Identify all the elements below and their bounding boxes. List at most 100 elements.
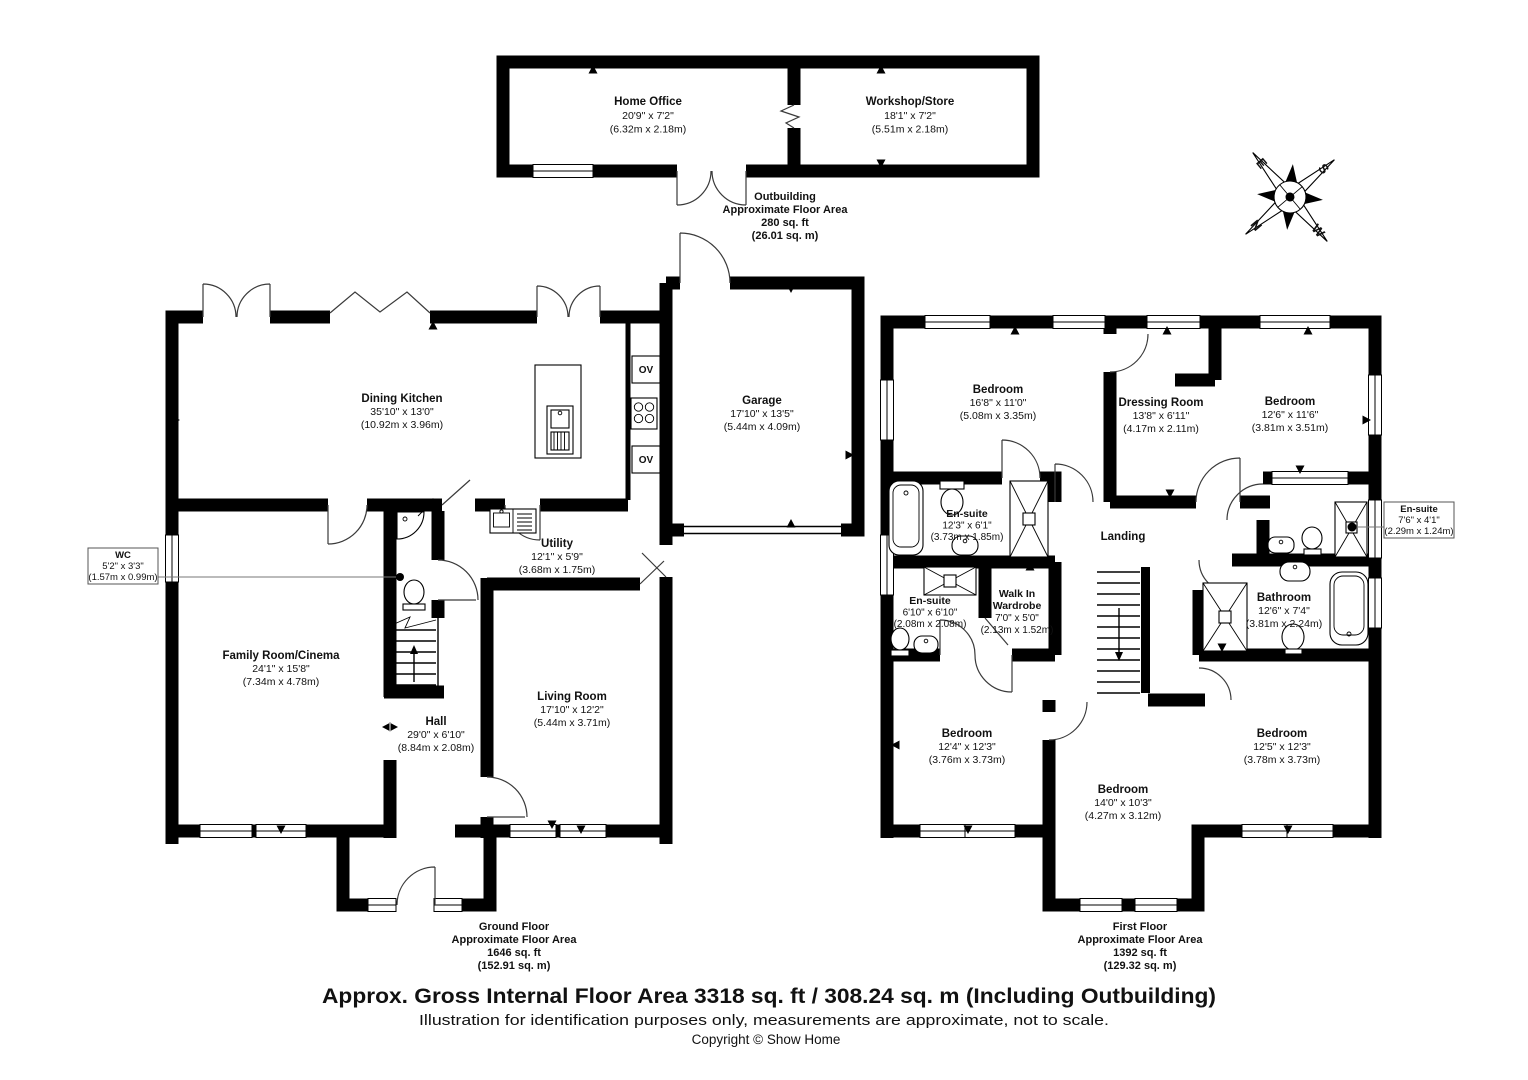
room-dims-imperial: 7'6" x 4'1" [1398, 515, 1440, 526]
ensuite2-shower-icon [923, 566, 977, 596]
room-name: Bedroom [942, 728, 992, 740]
gross-area-title: Approx. Gross Internal Floor Area 3318 s… [322, 984, 1216, 1008]
wc-callout: WC 5'2" x 3'3" (1.57m x 0.99m) [87, 547, 404, 585]
room-name: Hall [425, 716, 446, 728]
ground-floor-area-summary: Ground Floor Approximate Floor Area 1646… [452, 921, 578, 972]
room-label-bedroom-5: Bedroom 12'5" x 12'3" (3.78m x 3.73m) [1244, 728, 1320, 766]
room-dims-imperial: 14'0" x 10'3" [1094, 797, 1152, 809]
oven-label: OV [639, 455, 654, 466]
ground-floor-stairs [391, 616, 437, 686]
room-name-line2: Wardrobe [993, 600, 1042, 612]
ensuite3-basin-icon [1267, 536, 1295, 554]
summary-line: 1646 sq. ft [487, 947, 541, 959]
room-dims-metric: (5.51m x 2.18m) [872, 124, 948, 136]
bathroom-bath-icon [1329, 571, 1369, 646]
room-dims-imperial: 35'10" x 13'0" [370, 406, 434, 418]
room-name: En-suite [946, 508, 988, 520]
first-floor-windows [880, 315, 1382, 912]
summary-line: 280 sq. ft [761, 217, 809, 229]
room-label-home-office: Home Office 20'9" x 7'2" (6.32m x 2.18m) [610, 96, 686, 136]
room-label-dressing-room: Dressing Room 13'8" x 6'11" (4.17m x 2.1… [1119, 397, 1204, 435]
room-dims-imperial: 12'6" x 11'6" [1262, 409, 1319, 421]
room-dims-metric: (3.68m x 1.75m) [519, 564, 595, 576]
summary-line: Approximate Floor Area [452, 934, 578, 946]
room-dims-imperial: 24'1" x 15'8" [252, 663, 310, 675]
ground-floor-walls [165, 276, 865, 912]
room-name: En-suite [909, 595, 951, 607]
room-label-bedroom-3: Bedroom 12'4" x 12'3" (3.76m x 3.73m) [929, 728, 1005, 766]
room-name: Bedroom [1257, 728, 1307, 740]
room-dims-metric: (3.78m x 3.73m) [1244, 754, 1320, 766]
disclaimer-text: Illustration for identification purposes… [419, 1013, 1109, 1029]
room-dims-metric: (2.29m x 1.24m) [1384, 526, 1453, 537]
ensuite1-shower-icon [1009, 480, 1049, 558]
room-dims-metric: (6.32m x 2.18m) [610, 124, 686, 136]
room-label-dining-kitchen: Dining Kitchen 35'10" x 13'0" (10.92m x … [361, 393, 443, 431]
room-dims-imperial: 13'8" x 6'11" [1133, 410, 1190, 422]
ensuite1-bath-icon [888, 480, 924, 556]
summary-line: Ground Floor [479, 921, 550, 933]
room-dims-imperial: 12'1" x 5'9" [531, 551, 583, 563]
compass-icon: N E S W [1245, 152, 1335, 242]
room-dims-imperial: 6'10" x 6'10" [903, 608, 958, 619]
ground-floor-windows [165, 534, 607, 912]
summary-line: Approximate Floor Area [723, 204, 849, 216]
room-label-hall: Hall 29'0" x 6'10" (8.84m x 2.08m) [398, 716, 474, 754]
room-dims-metric: (3.81m x 3.51m) [1252, 422, 1328, 434]
room-name: Dining Kitchen [361, 393, 442, 405]
room-dims-imperial: 20'9" x 7'2" [622, 110, 674, 122]
summary-line: (26.01 sq. m) [752, 230, 819, 242]
bathroom-toilet-icon [1281, 623, 1305, 655]
room-dims-imperial: 5'2" x 3'3" [102, 561, 144, 572]
room-dims-metric: (5.44m x 3.71m) [534, 717, 610, 729]
utility-sink-icon [489, 508, 537, 534]
room-dims-imperial: 12'5" x 12'3" [1253, 741, 1311, 753]
room-dims-imperial: 12'4" x 12'3" [938, 741, 996, 753]
room-label-bedroom-1: Bedroom 16'8" x 11'0" (5.08m x 3.35m) [960, 384, 1036, 422]
room-dims-metric: (3.76m x 3.73m) [929, 754, 1005, 766]
room-name: Bedroom [1265, 396, 1315, 408]
outbuilding-window [532, 164, 594, 178]
wc-toilet-icon [402, 579, 426, 611]
oven-icons: OV OV [631, 355, 661, 474]
room-dims-metric: (3.73m x 1.85m) [931, 532, 1004, 543]
ground-floor-plan: OV OV WC 5 [87, 232, 865, 972]
room-name: Home Office [614, 96, 682, 108]
room-dims-metric: (5.08m x 3.35m) [960, 410, 1036, 422]
room-dims-imperial: 12'3" x 6'1" [942, 521, 992, 532]
room-name: Bathroom [1257, 592, 1311, 604]
room-name: Bedroom [973, 384, 1023, 396]
ensuite3-callout: En-suite 7'6" x 4'1" (2.29m x 1.24m) [1347, 501, 1455, 539]
room-label-landing: Landing [1101, 531, 1146, 543]
ensuite1-basin-icon [951, 535, 979, 556]
room-label-bedroom-2: Bedroom 12'6" x 11'6" (3.81m x 3.51m) [1252, 396, 1328, 434]
room-dims-imperial: 29'0" x 6'10" [407, 729, 465, 741]
kitchen-island-sink-icon [534, 364, 582, 459]
summary-line: First Floor [1113, 921, 1168, 933]
ground-floor-doors [202, 232, 731, 906]
ensuite3-toilet-icon [1301, 526, 1323, 556]
room-label-family-room-cinema: Family Room/Cinema 24'1" x 15'8" (7.34m … [223, 650, 341, 688]
bathroom-shower-icon [1202, 582, 1248, 652]
room-name-line1: Walk In [999, 588, 1035, 600]
room-dims-imperial: 16'8" x 11'0" [970, 397, 1027, 409]
room-label-utility: Utility 12'1" x 5'9" (3.68m x 1.75m) [519, 538, 595, 576]
room-label-bathroom: Bathroom 12'6" x 7'4" (3.81m x 2.24m) [1246, 592, 1322, 630]
ensuite1-toilet-icon [939, 480, 965, 516]
outbuilding-plan: Home Office 20'9" x 7'2" (6.32m x 2.18m)… [496, 55, 1040, 242]
first-floor-stairs [1097, 567, 1150, 694]
first-floor-plan: En-suite 7'6" x 4'1" (2.29m x 1.24m) Bed… [880, 315, 1455, 972]
room-dims-metric: (8.84m x 2.08m) [398, 742, 474, 754]
room-name: En-suite [1400, 504, 1437, 515]
oven-label: OV [639, 365, 654, 376]
room-name: Living Room [537, 691, 607, 703]
room-dims-metric: (4.17m x 2.11m) [1123, 423, 1199, 435]
copyright-text: Copyright © Show Home [692, 1032, 841, 1047]
room-name: Bedroom [1098, 784, 1148, 796]
room-label-walk-in-wardrobe: Walk In Wardrobe 7'0" x 5'0" (2.13m x 1.… [981, 588, 1054, 636]
room-name: Garage [742, 395, 782, 407]
first-floor-doors [939, 333, 1264, 741]
summary-line: (129.32 sq. m) [1104, 960, 1177, 972]
